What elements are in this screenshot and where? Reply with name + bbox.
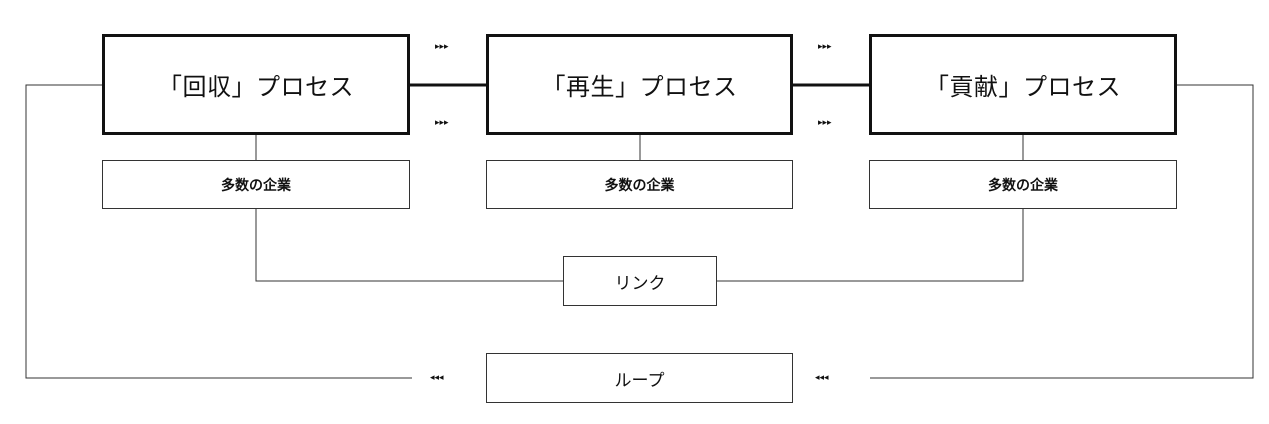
process-box-contribution: 「貢献」プロセス xyxy=(869,34,1177,135)
company-label: 多数の企業 xyxy=(221,177,291,194)
forward-arrow-icon: ▸▸▸ xyxy=(818,118,832,128)
backward-arrow-icon: ◂◂◂ xyxy=(815,373,829,383)
company-box-1: 多数の企業 xyxy=(102,160,410,209)
process-box-collection: 「回収」プロセス xyxy=(102,34,410,135)
loop-line-left xyxy=(25,84,412,379)
backward-arrow-icon: ◂◂◂ xyxy=(430,373,444,383)
link-label: リンク xyxy=(614,273,666,294)
forward-arrow-icon: ▸▸▸ xyxy=(435,118,449,128)
company-box-2: 多数の企業 xyxy=(486,160,793,209)
process-label: 「回収」プロセス xyxy=(158,73,354,101)
process-label: 「貢献」プロセス xyxy=(925,73,1121,101)
link-connector-right xyxy=(717,208,1024,282)
loop-line-right xyxy=(870,84,1254,379)
loop-label: ループ xyxy=(614,370,665,391)
link-connector-left xyxy=(255,208,563,282)
company-label: 多数の企業 xyxy=(604,177,675,194)
link-box: リンク xyxy=(563,256,717,306)
process-box-regeneration: 「再生」プロセス xyxy=(486,34,793,135)
loop-box: ループ xyxy=(486,353,793,403)
company-label: 多数の企業 xyxy=(988,177,1058,194)
process-label: 「再生」プロセス xyxy=(541,73,738,101)
forward-arrow-icon: ▸▸▸ xyxy=(818,42,832,52)
company-box-3: 多数の企業 xyxy=(869,160,1177,209)
forward-arrow-icon: ▸▸▸ xyxy=(435,42,449,52)
